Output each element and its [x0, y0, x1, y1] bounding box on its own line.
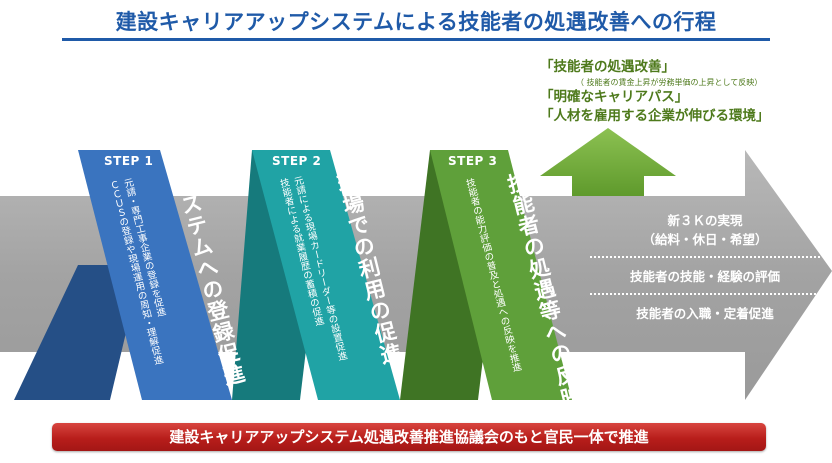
result-retention: 技能者の入職・定着促進 — [636, 306, 774, 321]
step2-label: STEP 2 — [272, 154, 322, 168]
result-new-3k: 新３Ｋの実現 — [667, 213, 743, 228]
page-title: 建設キャリアアップシステムによる技能者の処遇改善への行程 — [115, 10, 717, 34]
result-divider — [590, 293, 820, 295]
goals-block: 「技能者の処遇改善」 （ 技能者の賃金上昇が労務単価の上昇として反映） 「明確な… — [540, 58, 830, 126]
goal-career: 「明確なキャリアパス」 — [540, 89, 689, 105]
step1-ribbon-back — [14, 265, 142, 400]
council-banner: 建設キャリアアップシステム処遇改善推進協議会のもと官民一体で推進 — [52, 423, 766, 451]
result-new-3k-detail: （給料・休日・希望） — [642, 232, 768, 247]
goal-environment: 「人材を雇用する企業が伸びる環境」 — [540, 108, 770, 124]
results-block: 新３Ｋの実現 （給料・休日・希望） 技能者の技能・経験の評価 技能者の入職・定着… — [590, 210, 820, 322]
title-underline — [62, 38, 770, 41]
goal-up-arrow — [540, 128, 676, 196]
goal-wage-note: （ 技能者の賃金上昇が労務単価の上昇として反映） — [576, 78, 763, 87]
step1-ribbon — [78, 150, 232, 400]
step2-ribbon — [252, 150, 400, 400]
result-divider — [590, 256, 820, 258]
step3-label: STEP 3 — [448, 154, 498, 168]
step3-ribbon — [430, 150, 572, 400]
goal-wage: 「技能者の処遇改善」 — [540, 59, 675, 75]
result-skill-evaluation: 技能者の技能・経験の評価 — [629, 269, 780, 284]
step1-label: STEP 1 — [104, 154, 154, 168]
